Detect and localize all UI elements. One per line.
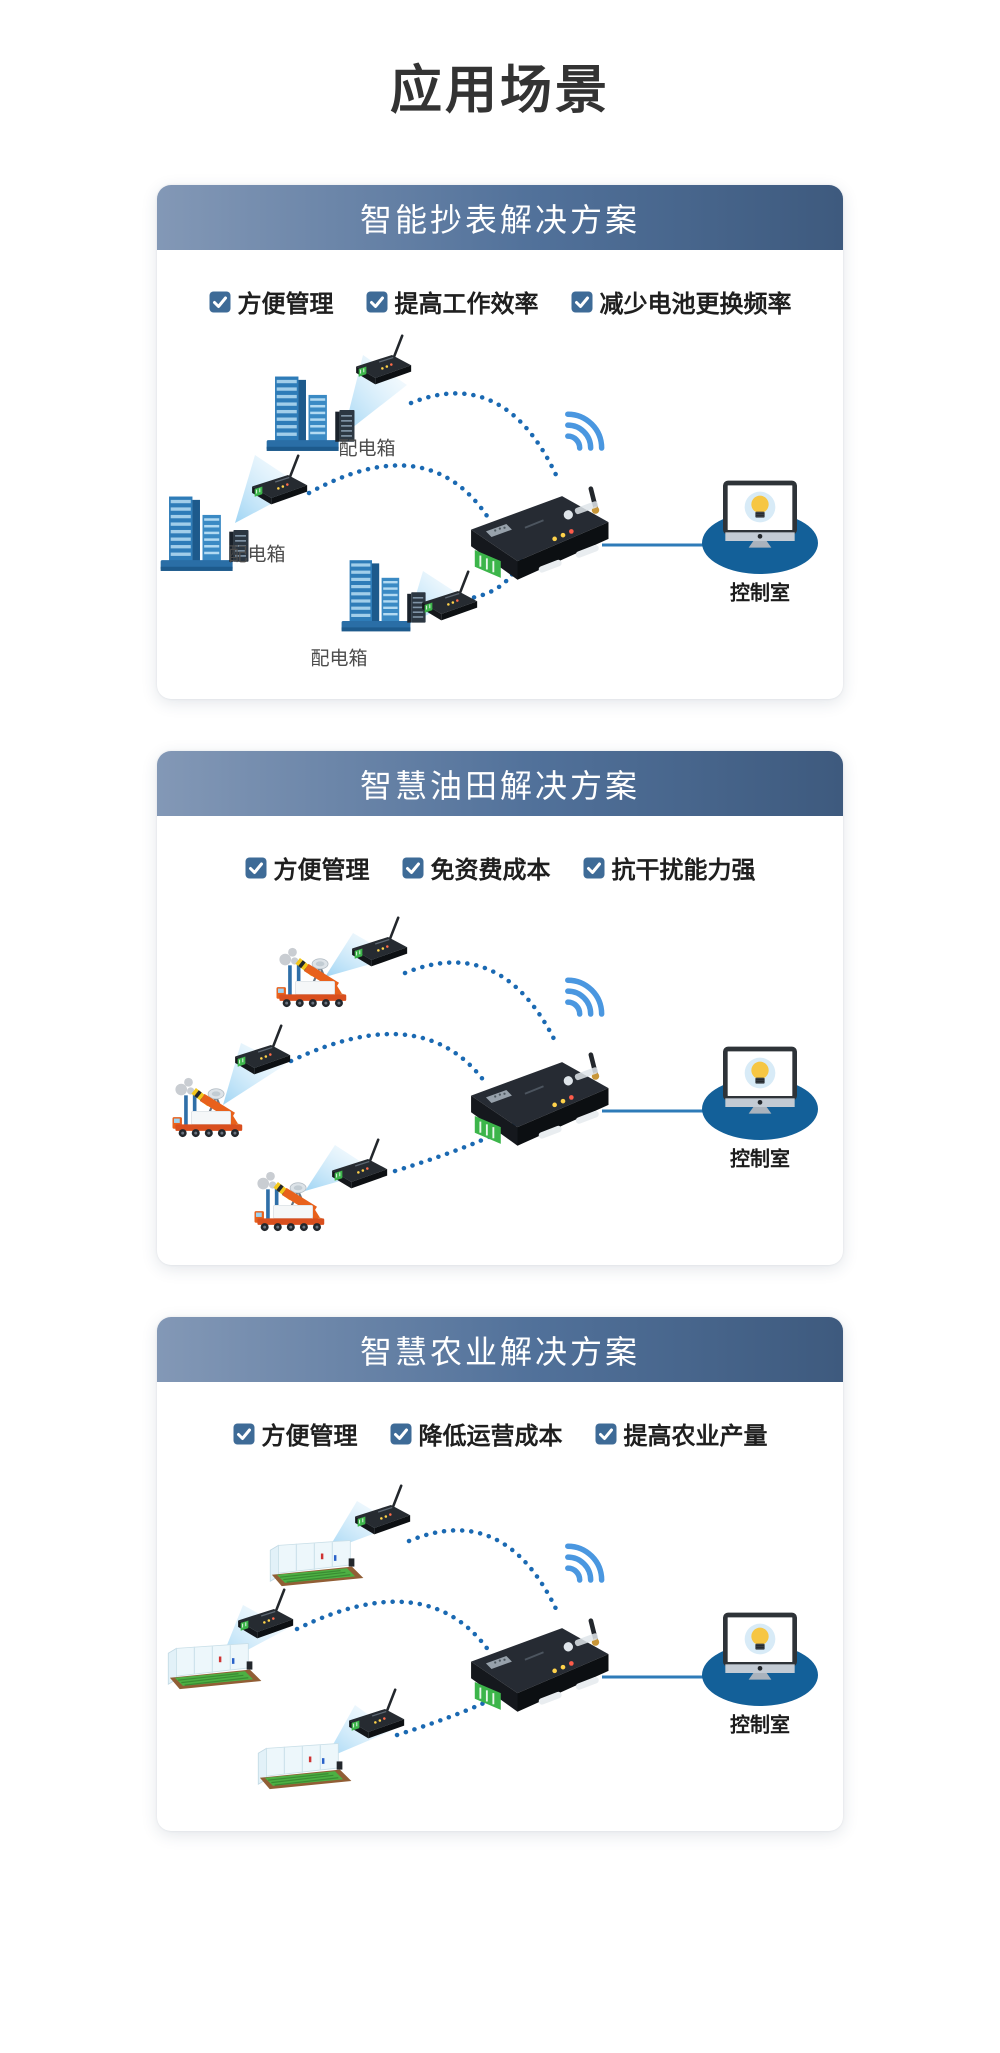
- control-room-monitor-icon: [725, 483, 794, 548]
- checkbox-checked-icon: [233, 1423, 254, 1444]
- features-row: 方便管理 提高工作效率 减少电池更换频率: [157, 284, 843, 319]
- control-room-label: 控制室: [730, 1714, 790, 1737]
- control-room-label: 控制室: [730, 1148, 790, 1171]
- checkbox-checked-icon: [209, 291, 230, 312]
- signal-arc: [288, 1031, 490, 1088]
- node-label: 配电箱: [310, 648, 368, 670]
- checkbox-checked-icon: [402, 857, 423, 878]
- checkbox-checked-icon: [366, 291, 387, 312]
- feature-label: 减少电池更换频率: [599, 291, 792, 318]
- control-room-monitor-icon: [725, 1049, 794, 1114]
- card-header: 智能抄表解决方案: [157, 185, 843, 250]
- features-row: 方便管理 降低运营成本 提高农业产量: [157, 1416, 843, 1451]
- feature-label: 方便管理: [273, 857, 370, 884]
- wifi-signal-icon: [568, 980, 602, 1014]
- card-title: 智能抄表解决方案: [359, 201, 640, 238]
- feature-item: 方便管理: [245, 850, 370, 885]
- wifi-signal-icon: [568, 414, 602, 448]
- checkbox-checked-icon: [571, 291, 592, 312]
- feature-item: 抗干扰能力强: [583, 850, 756, 885]
- feature-item: 方便管理: [209, 284, 334, 319]
- distribution-building-icon: [341, 560, 426, 632]
- features-row: 方便管理 免资费成本 抗干扰能力强: [157, 850, 843, 885]
- feature-label: 降低运营成本: [418, 1423, 563, 1450]
- feature-label: 抗干扰能力强: [611, 857, 756, 884]
- card-header: 智慧农业解决方案: [157, 1317, 843, 1382]
- greenhouse-icon: [257, 1742, 352, 1790]
- card-smart-oilfield: 智慧油田解决方案 方便管理 免资费成本 抗干扰能力强: [157, 751, 843, 1265]
- scene-smart-metering: 配电箱 配电箱 配电箱 控制室: [157, 327, 843, 699]
- gateway-device-icon: [471, 1055, 608, 1146]
- feature-item: 方便管理: [233, 1416, 358, 1451]
- signal-arc: [462, 554, 524, 602]
- feature-item: 提高农业产量: [595, 1416, 768, 1451]
- node-label: 配电箱: [228, 544, 286, 566]
- gateway-device-icon: [471, 489, 608, 580]
- card-smart-metering: 智能抄表解决方案 方便管理 提高工作效率 减少电池更换频率: [157, 185, 843, 699]
- feature-label: 提高工作效率: [394, 291, 539, 318]
- feature-item: 减少电池更换频率: [571, 284, 792, 319]
- scene-illustration: [171, 916, 818, 1233]
- checkbox-checked-icon: [583, 857, 604, 878]
- feature-label: 提高农业产量: [623, 1423, 768, 1450]
- feature-item: 免资费成本: [402, 850, 551, 885]
- feature-label: 免资费成本: [430, 857, 551, 884]
- signal-arc: [294, 1599, 492, 1654]
- node-label: 配电箱: [338, 438, 396, 460]
- scene-smart-agriculture: 控制室: [157, 1459, 843, 1831]
- scene-illustration: [167, 1484, 818, 1790]
- feature-label: 方便管理: [237, 291, 334, 318]
- checkbox-checked-icon: [390, 1423, 411, 1444]
- card-title: 智慧农业解决方案: [359, 1333, 640, 1370]
- control-room-label: 控制室: [730, 582, 790, 605]
- scene-smart-oilfield: 控制室: [157, 893, 843, 1265]
- control-room-monitor-icon: [725, 1615, 794, 1680]
- feature-item: 降低运营成本: [390, 1416, 563, 1451]
- signal-arc: [306, 463, 492, 522]
- gateway-device-icon: [471, 1621, 608, 1712]
- feature-item: 提高工作效率: [366, 284, 539, 319]
- greenhouse-icon: [167, 1642, 262, 1690]
- oil-pump-truck-icon: [275, 946, 348, 1009]
- card-smart-agriculture: 智慧农业解决方案 方便管理 降低运营成本 提高农业产量: [157, 1317, 843, 1831]
- signal-arc: [408, 391, 560, 480]
- checkbox-checked-icon: [245, 857, 266, 878]
- checkbox-checked-icon: [595, 1423, 616, 1444]
- scene-illustration: [160, 334, 818, 632]
- page-title: 应用场景: [389, 62, 610, 120]
- greenhouse-icon: [269, 1539, 364, 1587]
- card-title: 智慧油田解决方案: [359, 767, 640, 804]
- signal-arc: [392, 1120, 520, 1174]
- signal-arc: [402, 960, 560, 1048]
- card-header: 智慧油田解决方案: [157, 751, 843, 816]
- wifi-signal-icon: [568, 1546, 602, 1580]
- signal-arc: [406, 1528, 560, 1614]
- feature-label: 方便管理: [261, 1423, 358, 1450]
